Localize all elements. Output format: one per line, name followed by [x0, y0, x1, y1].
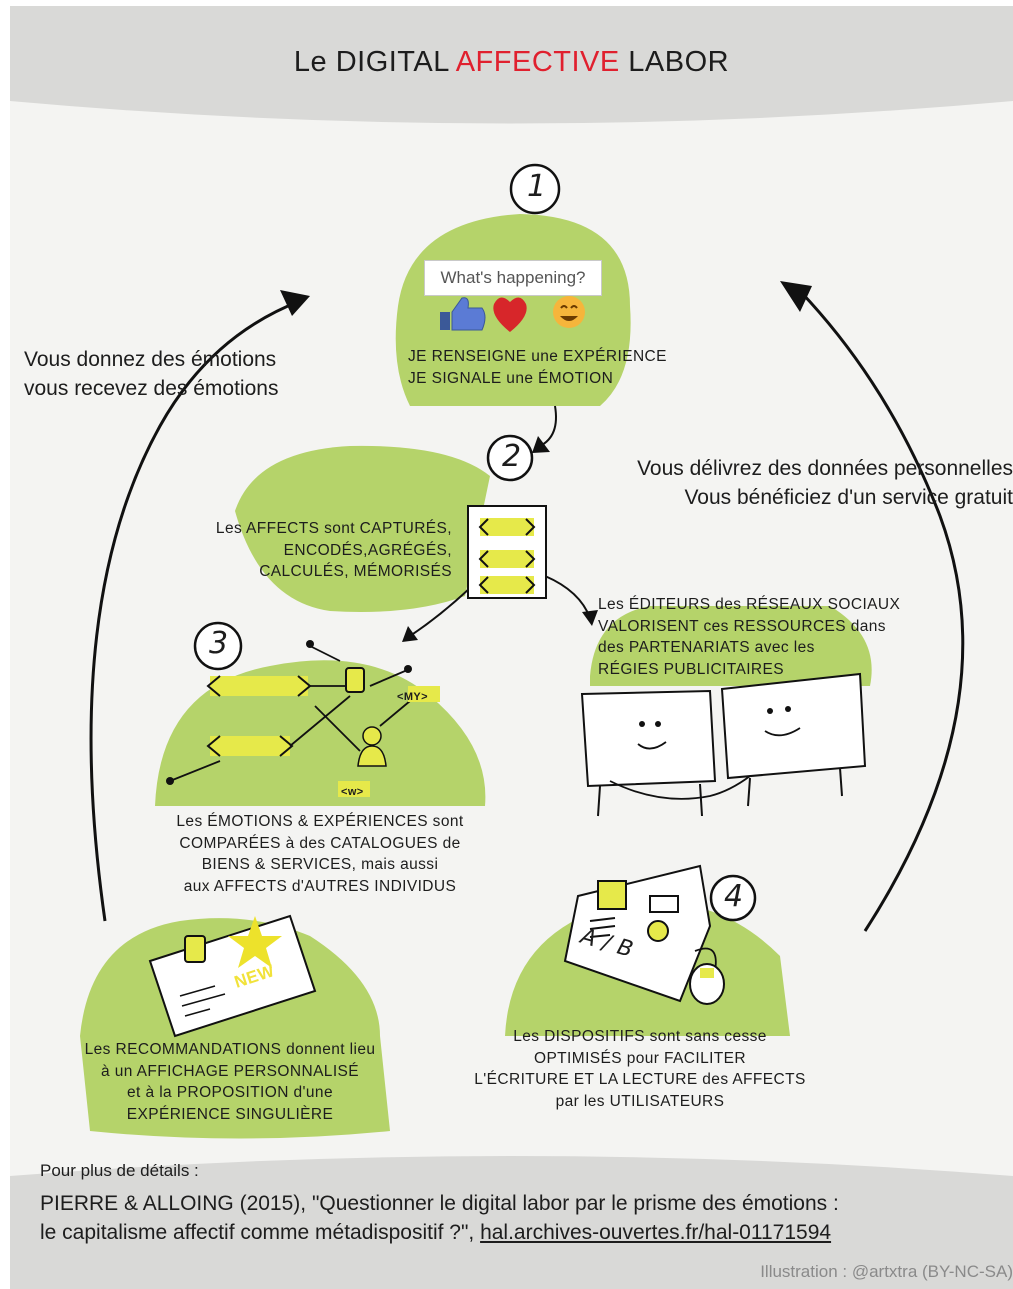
left-loop-caption: Vous donnez des émotions vous recevez de… [24, 348, 279, 400]
blob-publishers [590, 606, 872, 686]
glass-icon [184, 935, 206, 963]
arrow-1-to-2 [539, 405, 557, 447]
step-number-2: 2 [502, 439, 522, 474]
left-loop-arrow [89, 299, 301, 922]
step-number-4: 4 [724, 879, 744, 914]
step-number-3: 3 [209, 626, 229, 661]
footer-citation: PIERRE & ALLOING (2015), "Questionner le… [40, 1189, 839, 1247]
right-loop-arrowhead [780, 281, 812, 312]
step-4-circle [709, 874, 757, 922]
step2-text: Les AFFECTS sont CAPTURÉS, ENCODÉS,AGRÉG… [215, 520, 452, 580]
right-loop-caption: Vous délivrez des données personnelles V… [637, 457, 1013, 509]
thumbs-up-icon [440, 297, 486, 331]
recommendation-card [148, 914, 317, 1038]
title-part-2: AFFECTIVE [455, 46, 620, 78]
heart-icon [493, 297, 527, 332]
step-1-circle [509, 163, 561, 215]
blob-step3 [155, 660, 486, 806]
step-3-circle [193, 621, 243, 671]
blob-step2 [235, 445, 490, 612]
recommendations-text: Les RECOMMANDATIONS donnent lieu à un AF… [84, 1041, 376, 1123]
header-band [10, 6, 1013, 124]
arrow-2-to-publishers-head [582, 610, 598, 626]
arrow-2-to-publishers [544, 575, 591, 619]
citation-text: PIERRE & ALLOING (2015), "Questionner le… [40, 1192, 839, 1244]
smiley-icon [553, 296, 585, 328]
network-graph [166, 640, 440, 797]
footer-intro: Pour plus de détails : [40, 1161, 199, 1180]
citation-link[interactable]: hal.archives-ouvertes.fr/hal-01171594 [480, 1221, 832, 1244]
tag-w: <w> [341, 786, 364, 798]
glass-icon [345, 667, 365, 693]
arrow-1-to-2-head [532, 436, 550, 453]
status-input[interactable]: What's happening? [424, 260, 602, 296]
publishers-text: Les ÉDITEURS des RÉSEAUX SOCIAUX VALORIS… [598, 596, 901, 678]
mouse-icon [689, 963, 725, 1005]
arrow-2-to-3-head [402, 626, 418, 642]
page-title: Le DIGITAL AFFECTIVE LABOR [10, 46, 1013, 79]
code-document-icon [467, 505, 547, 599]
step4-text: Les DISPOSITIFS sont sans cesse OPTIMISÉ… [474, 1028, 806, 1110]
title-part-1: Le DIGITAL [293, 46, 456, 78]
person-icon [357, 726, 387, 767]
title-part-3: LABOR [619, 46, 730, 78]
illustration-layer [10, 6, 1013, 1289]
step3-text: Les ÉMOTIONS & EXPÉRIENCES sont COMPARÉE… [176, 813, 464, 895]
footer-band [10, 1156, 1013, 1289]
star-icon [228, 916, 282, 968]
illustration-credit: Illustration : @artxtra (BY-NC-SA) [760, 1262, 1013, 1281]
left-loop-arrowhead [280, 290, 310, 316]
step1-text: JE RENSEIGNE une EXPÉRIENCE JE SIGNALE u… [408, 348, 667, 387]
step-2-circle [486, 434, 534, 482]
step-number-1: 1 [527, 169, 547, 204]
infographic: Le DIGITAL AFFECTIVE LABOR 1 2 3 4 What'… [10, 6, 1013, 1289]
partner-screens-drawing [580, 672, 867, 817]
ab-testing-sheet [563, 864, 725, 1005]
arrow-2-to-3 [409, 587, 471, 637]
right-loop-arrow [798, 289, 965, 932]
tag-my: <MY> [397, 691, 428, 703]
